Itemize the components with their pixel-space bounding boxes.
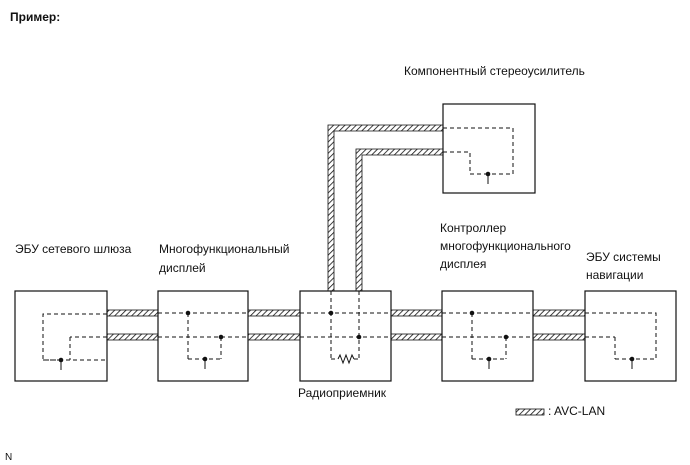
- gateway-label: ЭБУ сетевого шлюза: [15, 242, 132, 256]
- navigation-label-line1: ЭБУ системы: [586, 250, 661, 264]
- legend: : AVC-LAN: [515, 404, 605, 418]
- bus-gateway-display-top: [106, 309, 159, 317]
- bus-controller-navigation-bottom: [532, 333, 586, 341]
- bus-controller-navigation-top: [532, 309, 586, 317]
- controller-label-line2: многофункционального: [440, 239, 571, 253]
- radio-receiver: [299, 290, 392, 382]
- navigation-label-line2: навигации: [586, 268, 643, 282]
- stereo-amplifier: [442, 103, 536, 194]
- legend-hatch-swatch: [515, 408, 545, 416]
- page-title: Пример:: [10, 10, 60, 24]
- bus-radio-controller-top: [390, 309, 443, 317]
- bus-gateway-display-bottom: [106, 333, 159, 341]
- resistor-icon: [337, 353, 355, 365]
- gateway-ecu: [14, 290, 108, 382]
- multifunction-display: [157, 290, 249, 382]
- display-label-line2: дисплей: [159, 261, 206, 275]
- bus-radio-amplifier-inner: [355, 148, 444, 292]
- controller-label-line3: дисплея: [440, 257, 486, 271]
- display-label-line1: Многофункциональный: [159, 242, 289, 256]
- display-controller: [441, 290, 534, 382]
- bus-display-radio-top: [247, 309, 301, 317]
- amplifier-label: Компонентный стереоусилитель: [404, 64, 585, 78]
- legend-label: : AVC-LAN: [548, 404, 605, 418]
- radio-label: Радиоприемник: [298, 386, 387, 400]
- footer-mark: N: [5, 452, 12, 463]
- controller-label-line1: Контроллер: [440, 221, 507, 235]
- bus-display-radio-bottom: [247, 333, 301, 341]
- navigation-ecu: [584, 290, 677, 382]
- bus-radio-controller-bottom: [390, 333, 443, 341]
